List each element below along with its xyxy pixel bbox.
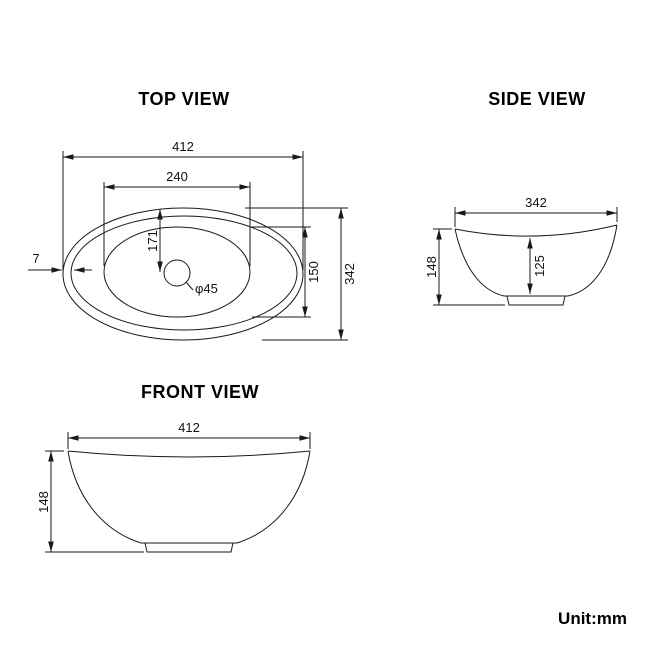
side-dim-inner-depth: 125 (527, 238, 547, 294)
drain-circle (163, 259, 191, 287)
side-view-drawing: 342 148 125 (424, 195, 618, 306)
top-view-drawing: 412 240 171 150 (28, 139, 357, 341)
side-view-title: SIDE VIEW (488, 89, 586, 109)
top-dim-center-offset: 171 (145, 209, 163, 272)
dim-text-148: 148 (36, 491, 51, 513)
dim-text-150: 150 (306, 261, 321, 283)
top-view-title: TOP VIEW (138, 89, 230, 109)
top-dim-rim-thickness: 7 (28, 251, 92, 273)
side-foot (506, 295, 566, 306)
front-view-drawing: 412 148 (36, 420, 311, 553)
front-view-title: FRONT VIEW (141, 382, 259, 402)
dim-text-125: 125 (532, 255, 547, 277)
top-dim-overall-width: 412 (62, 139, 304, 270)
side-rim-curve (454, 224, 618, 237)
dim-text-342: 342 (525, 195, 547, 210)
dim-text-240: 240 (166, 169, 188, 184)
leader-line (185, 281, 194, 291)
top-dim-drain: φ45 (185, 281, 218, 296)
front-foot (144, 542, 234, 553)
dim-text-412: 412 (172, 139, 194, 154)
unit-label: Unit:mm (558, 609, 627, 628)
top-dim-opening-height: 150 (250, 226, 321, 318)
side-dim-width: 342 (454, 195, 618, 227)
side-right-wall (567, 224, 618, 297)
dim-text-412: 412 (178, 420, 200, 435)
side-dim-height: 148 (424, 228, 505, 306)
dim-text-7: 7 (32, 251, 39, 266)
dim-text-148: 148 (424, 256, 439, 278)
front-dim-height: 148 (36, 450, 144, 553)
front-right-wall (236, 450, 311, 544)
top-inner-rim-ellipse (70, 215, 298, 331)
top-dim-overall-depth: 342 (245, 207, 357, 341)
front-rim-curve (67, 450, 311, 458)
top-dim-opening-width: 240 (103, 169, 251, 266)
side-left-wall (454, 228, 505, 297)
top-basin-opening-ellipse (103, 226, 251, 318)
top-outer-ellipse (62, 207, 304, 341)
front-dim-width: 412 (67, 420, 311, 449)
dim-text-171: 171 (145, 230, 160, 252)
front-left-wall (67, 450, 142, 544)
dim-text-drain: φ45 (195, 281, 218, 296)
dim-text-342: 342 (342, 263, 357, 285)
